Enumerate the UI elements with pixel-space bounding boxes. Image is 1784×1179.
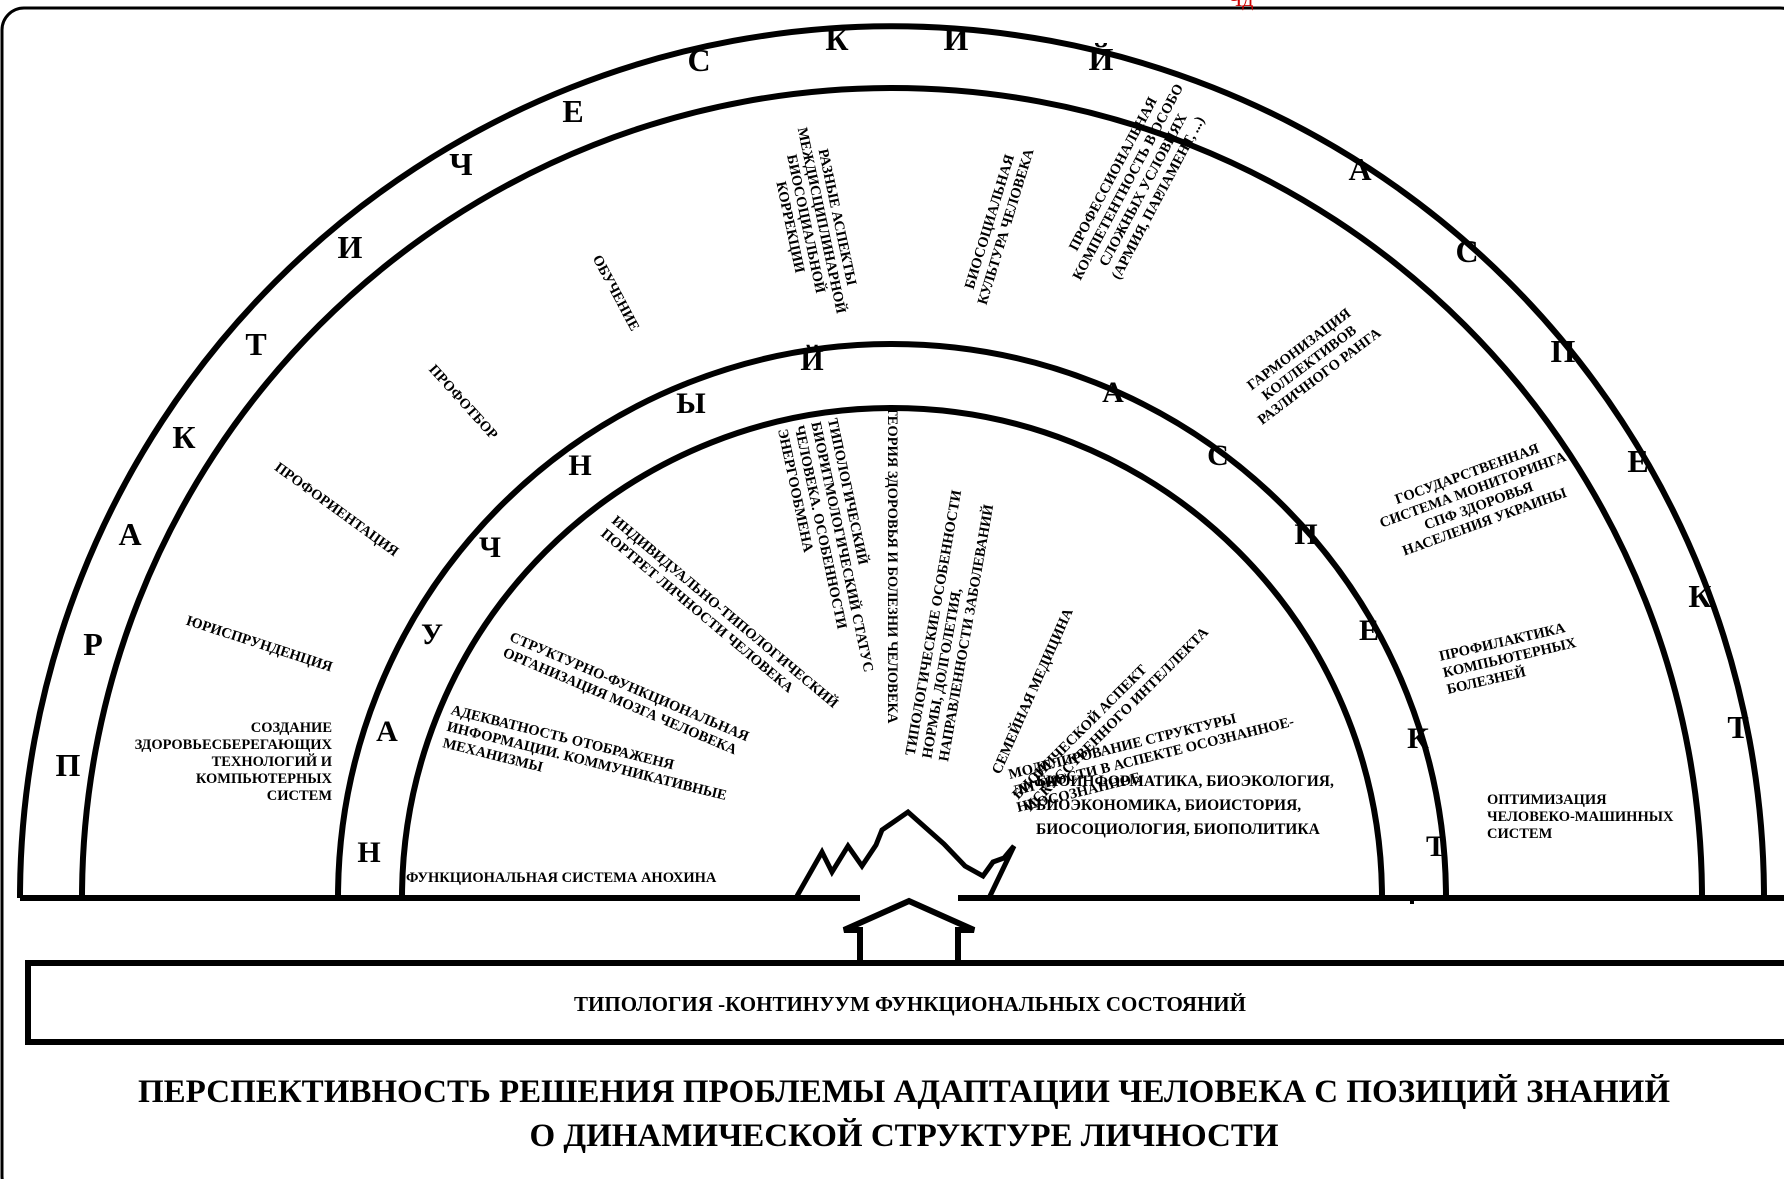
inner-ring-letter-5: Ы [676, 387, 705, 420]
inner-ring-letter-4: Н [568, 449, 591, 482]
base-label: ТИПОЛОГИЯ -КОНТИНУУМ ФУНКЦИОНАЛЬНЫХ СОСТ… [574, 992, 1246, 1016]
up-arrow [842, 897, 976, 966]
inner-arc-inner [399, 405, 1385, 899]
outer-zone-label-0-line-1: ЗДОРОВЬЕСБЕРЕГАЮЩИХ [135, 737, 333, 753]
outer-zone-label-11-line-0: ОПТИМИЗАЦИЯ [1487, 792, 1607, 808]
inner-ring-letter-6: Й [800, 344, 823, 377]
outer-zone-label-1: ЮРИСПРУНДЕНЦИЯ [184, 613, 335, 676]
inner-ring-letter-10: Е [1359, 614, 1379, 647]
inner-zone-label-10-line-1: БИОЭКОНОМИКА, БИОИСТОРИЯ, [1036, 797, 1301, 814]
outer-ring-letter-6: Ч [449, 146, 472, 182]
inner-zone-label-6: ТИПОЛОГИЧЕСКИЕ ОСОБЕННОСТИНОРМЫ, ДОЛГОЛЕ… [903, 488, 999, 762]
outer-zone-label-2: ПРОФОРИЕНТАЦИЯ [271, 460, 401, 561]
inner-zone-label-10: БИОИНФОРМАТИКА, БИОЭКОЛОГИЯ, БИОЭКОНОМИКА… [1036, 773, 1334, 838]
outer-zone-label-11-line-1: ЧЕЛОВЕКО-МАШИННЫХ [1487, 809, 1674, 825]
outer-zone-label-6: БИОСОЦИАЛЬНАЯКУЛЬТУРА ЧЕЛОВЕКА [959, 141, 1038, 306]
outer-ring-letter-2: А [118, 516, 141, 552]
outer-zone-label-2-line-0: ПРОФОРИЕНТАЦИЯ [271, 460, 401, 561]
inner-ring-letter-0: Н [357, 836, 380, 869]
outer-zone-label-1-line-0: ЮРИСПРУНДЕНЦИЯ [184, 613, 335, 676]
outer-ring-letter-9: К [825, 21, 848, 57]
inner-arc-outer [335, 341, 1449, 899]
inner-ring-letter-12: Т [1426, 830, 1446, 863]
outer-zone-label-3: ПРОФОТБОР [425, 362, 500, 443]
outer-zone-label-5: РАЗНЫЕ АСПЕКТЫМЕЖДИСЦИПЛИНАРНОЙБИОСОЦИАЛ… [762, 123, 864, 323]
outer-arc-inner [79, 85, 1705, 899]
outer-ring-letter-4: Т [245, 326, 266, 362]
outer-zone-label-9: ГОСУДАРСТВЕННАЯСИСТЕМА МОНИТОРИНГАСПФ ЗД… [1372, 433, 1581, 564]
outer-arc-outer [17, 23, 1767, 899]
inner-ring-letter-9: П [1294, 518, 1317, 551]
inner-zone-label-4: ТИПОЛОГИЧЕСКИЙБИОРИТМОЛОГИЧЕСКИЙ СТАТУСЧ… [774, 417, 894, 681]
base-box [25, 960, 1784, 1045]
outer-zone-label-8: ГАРМОНИЗАЦИЯКОЛЛЕКТИВОВРАЗЛИЧНОГО РАНГА [1234, 298, 1384, 429]
inner-ring-letter-1: А [376, 715, 398, 748]
semicircle-rings [17, 23, 1767, 899]
outer-zone-label-11-line-2: СИСТЕМ [1487, 826, 1553, 842]
outer-ring-letter-13: С [1455, 233, 1478, 269]
inner-zone-label-10-line-0: БИОИНФОРМАТИКА, БИОЭКОЛОГИЯ, [1036, 773, 1334, 790]
outer-ring-letter-15: Е [1627, 443, 1648, 479]
inner-zone-label-3-line-1: ПОРТРЕТ ЛИЧНОСТИ ЧЕЛОВЕКА [597, 526, 796, 697]
outer-ring-letter-0: П [56, 747, 81, 783]
inner-zone-label-10-line-2: БИОСОЦИОЛОГИЯ, БИОПОЛИТИКА [1036, 821, 1321, 838]
outer-zone-label-4-line-0: ОБУЧЕНИЕ [589, 252, 642, 333]
outer-zone-label-0-line-0: СОЗДАНИЕ [251, 720, 332, 736]
title-line-2: О ДИНАМИЧЕСКОЙ СТРУКТУРЕ ЛИЧНОСТИ [529, 1117, 1278, 1154]
outer-ring-letter-14: П [1551, 333, 1576, 369]
outer-ring-letter-17: Т [1727, 709, 1748, 745]
outer-ring-letter-10: И [944, 21, 969, 57]
outer-ring-letter-11: Й [1089, 41, 1114, 77]
top-red-fragment: Чд [1228, 0, 1254, 11]
mountain-silhouette [794, 808, 1017, 898]
outer-zone-label-4: ОБУЧЕНИЕ [589, 252, 642, 333]
outer-zone-label-0-line-4: СИСТЕМ [267, 788, 333, 804]
inner-ring-letter-7: А [1102, 376, 1124, 409]
inner-zone-label-5: ТЕОРИЯ ЗДОРОВЬЯ И БОЛЕЗНИ ЧЕЛОВЕКА [884, 406, 900, 724]
outer-ring-letter-3: К [172, 419, 195, 455]
outer-zone-label-10: ПРОФИЛАКТИКАКОМПЬЮТЕРНЫХБОЛЕЗНЕЙ [1438, 618, 1582, 697]
outer-ring-letter-1: Р [83, 626, 103, 662]
inner-zone-labels: ФУНКЦИОНАЛЬНАЯ СИСТЕМА АНОХИНААДЕКВАТНОС… [406, 406, 1334, 886]
page-frame [0, 6, 1784, 1179]
inner-ring-letter-8: С [1207, 439, 1229, 472]
inner-ring-letter-11: К [1407, 722, 1429, 755]
inner-ring-letters: Н А У Ч Н Ы Й А С П Е К Т [357, 344, 1446, 869]
outer-zone-label-0-line-2: ТЕХНОЛОГИЙ И [212, 753, 333, 770]
outer-ring-letters: П Р А К Т И Ч Е С К И Й А С П Е К Т [56, 21, 1749, 783]
inner-ring-letter-2: У [421, 618, 443, 651]
inner-ring-letter-3: Ч [479, 531, 501, 564]
outer-ring-letter-12: А [1348, 151, 1371, 187]
outer-ring-letter-7: Е [562, 93, 583, 129]
inner-zone-label-0: ФУНКЦИОНАЛЬНАЯ СИСТЕМА АНОХИНА [406, 870, 717, 886]
outer-ring-letter-8: С [687, 42, 710, 78]
outer-ring-letter-16: К [1688, 578, 1711, 614]
outer-zone-label-3-line-0: ПРОФОТБОР [425, 362, 500, 443]
title-line-1: ПЕРСПЕКТИВНОСТЬ РЕШЕНИЯ ПРОБЛЕМЫ АДАПТАЦ… [138, 1073, 1670, 1110]
inner-zone-label-0-line-0: ФУНКЦИОНАЛЬНАЯ СИСТЕМА АНОХИНА [406, 870, 717, 886]
outer-ring-letter-5: И [338, 229, 363, 265]
outer-zone-label-0-line-3: КОМПЬЮТЕРНЫХ [196, 771, 333, 787]
inner-zone-label-5-line-0: ТЕОРИЯ ЗДОРОВЬЯ И БОЛЕЗНИ ЧЕЛОВЕКА [884, 406, 900, 724]
